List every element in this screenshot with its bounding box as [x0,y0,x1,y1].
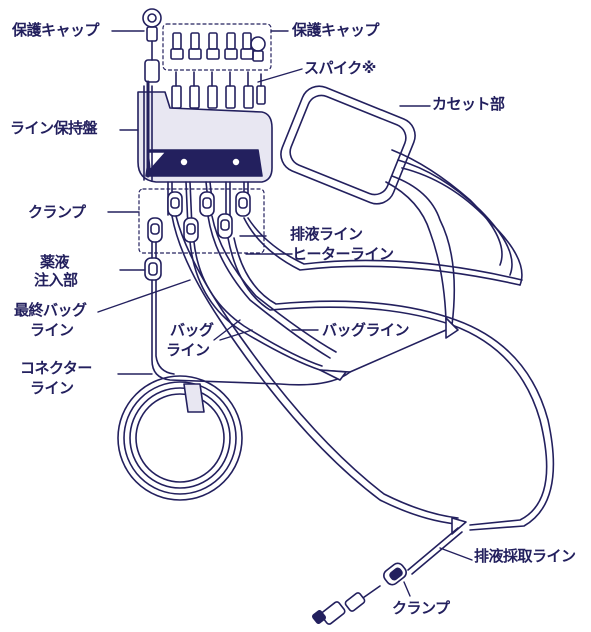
label-clamp-bottom: クランプ [392,599,450,617]
label-drain-sampling-line: 排液採取ライン [474,547,576,565]
label-injection-port-line1: 薬液 [40,253,70,271]
cassette [280,85,416,205]
label-injection-port-line2: 注入部 [34,271,78,289]
label-final-bag-line-line2: ライン [30,321,74,339]
injection-port [144,257,162,281]
protective-caps-group-box [162,23,272,71]
connector-line [151,241,351,386]
bag-lines [189,215,459,381]
label-bag-line-right: バッグライン [322,321,410,339]
label-protective-cap-left: 保護キャップ [12,21,100,39]
protective-cap-left [142,8,162,83]
label-heater-line: ヒーターライン [292,245,394,263]
cassette-lines [385,149,523,326]
drain-and-heater-lines [227,217,555,531]
label-bag-line-left-line2: ライン [166,341,210,359]
label-bag-line-left-line1: バッグ [170,321,214,339]
label-protective-cap-right: 保護キャップ [292,21,380,39]
label-connector-line-line2: ライン [30,379,74,397]
label-connector-line-line1: コネクター [20,359,92,377]
drain-sampling-line [407,527,463,575]
spikes [171,71,266,109]
label-line-holder: ライン保持盤 [10,119,98,137]
label-drain-line: 排液ライン [290,225,363,243]
label-cassette: カセット部 [432,95,505,113]
final-bag-line [171,215,459,525]
label-final-bag-line-line1: 最終バッグ [14,301,87,319]
label-clamp-top: クランプ [28,203,86,221]
bottom-clamp [383,562,407,586]
end-connectors [311,585,381,625]
leader-lines [97,30,473,597]
top-clamps [147,191,251,243]
label-spike: スパイク※ [304,59,376,77]
tubing-coil [117,375,243,501]
clamp-group-box [138,188,265,254]
protective-caps-row [170,32,266,62]
